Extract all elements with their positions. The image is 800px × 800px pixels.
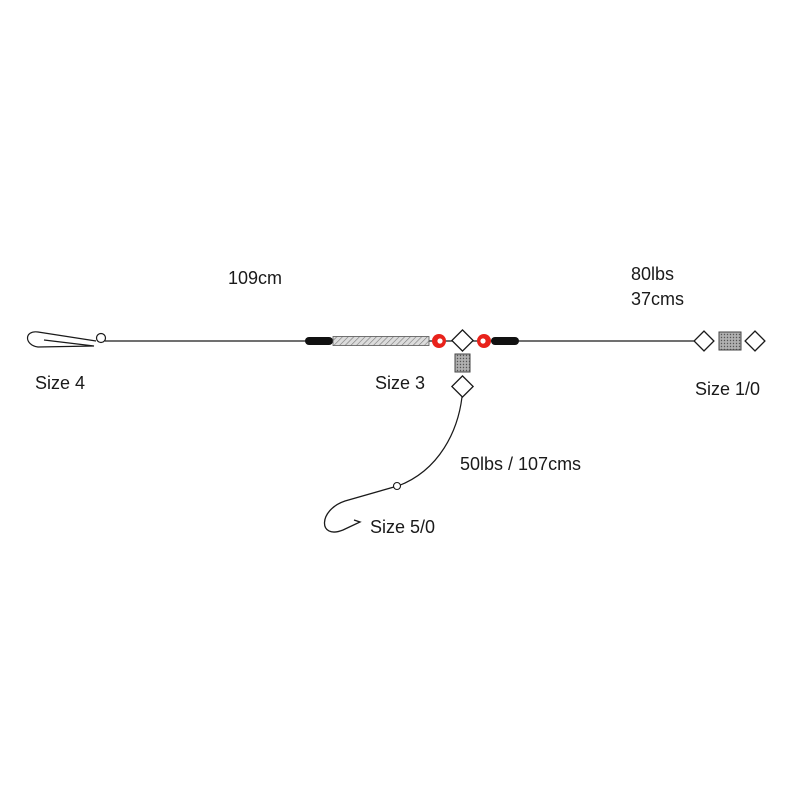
swivel-icon	[450, 328, 475, 353]
snood-spec-label: 50lbs / 107cms	[460, 454, 582, 474]
mainline-spec-label: 80lbs 37cms	[631, 262, 684, 312]
crimp-icon	[491, 337, 519, 345]
mainline-length-label: 37cms	[631, 289, 685, 309]
swivel-body	[454, 353, 471, 373]
sleeve-icon	[332, 336, 430, 346]
mainline-strain-label: 80lbs	[631, 264, 675, 284]
hook-size-label: Size 5/0	[370, 517, 436, 537]
snood-bead-icon	[392, 481, 402, 491]
clip-size-label: Size 4	[35, 373, 86, 393]
swivel-icon	[693, 330, 766, 352]
swivel-size-label: Size 3	[375, 373, 426, 393]
crimp-icon	[305, 337, 333, 345]
bead-icon	[477, 334, 491, 348]
bead-icon	[432, 334, 446, 348]
end-swivel-size-label: Size 1/0	[695, 379, 761, 399]
main-line-length-label: 109cm	[228, 268, 283, 288]
clip-icon	[26, 331, 107, 348]
hook-icon	[323, 486, 395, 533]
swivel-eye-icon	[450, 374, 475, 399]
snood-line	[397, 396, 463, 487]
